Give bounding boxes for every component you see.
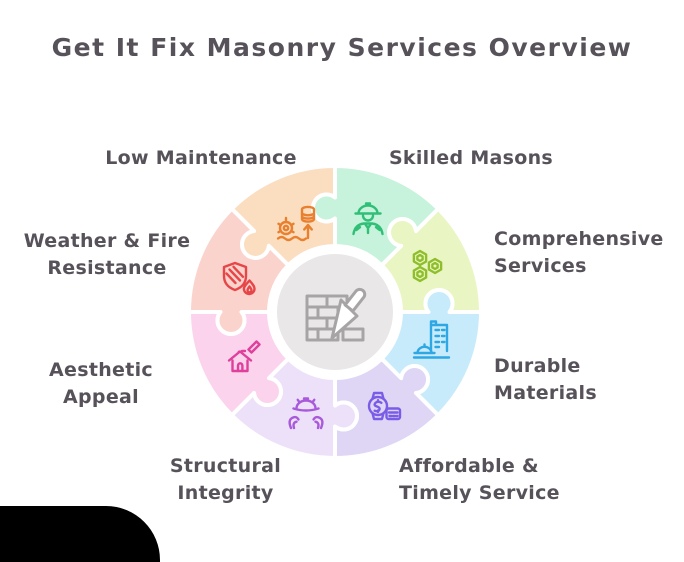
label-skilled-masons: Skilled Masons — [388, 147, 554, 169]
maintenance-icon — [272, 198, 320, 246]
building-hardhat-icon — [409, 317, 457, 365]
label-structural-integrity: Structural Integrity — [169, 455, 282, 504]
label-low-maintenance: Low Maintenance — [105, 147, 297, 169]
label-comprehensive-services: Comprehensive Services — [494, 228, 664, 277]
shield-fire-icon — [216, 256, 264, 304]
money-time-icon — [359, 382, 407, 430]
label-durable-materials: Durable Materials — [494, 355, 597, 404]
brick-trowel-icon — [299, 276, 371, 348]
center-hub-circle — [273, 250, 397, 374]
label-affordable-timely: Affordable & Timely Service — [399, 455, 560, 504]
hex-nuts-icon — [401, 241, 449, 289]
house-pencil-icon — [219, 333, 267, 381]
label-weather-fire: Weather & Fire Resistance — [23, 230, 191, 279]
mason-worker-icon — [344, 194, 392, 242]
label-aesthetic-appeal: Aesthetic Appeal — [49, 359, 153, 408]
watermark-blob — [0, 506, 160, 562]
page-title: Get It Fix Masonry Services Overview — [51, 33, 633, 62]
hands-hardhat-icon — [282, 387, 330, 435]
